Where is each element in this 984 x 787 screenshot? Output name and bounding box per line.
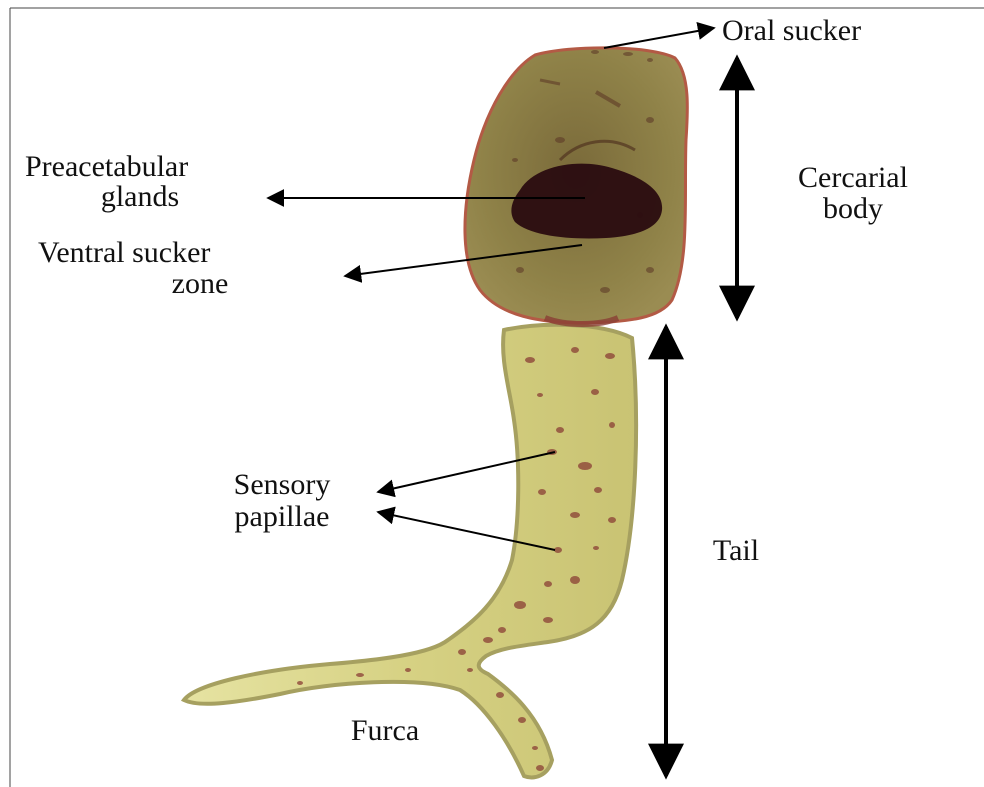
ventral-sucker-zone-label-line2: zone bbox=[172, 267, 229, 300]
tail-shape bbox=[184, 325, 636, 778]
oral-sucker-label: Oral sucker bbox=[722, 14, 861, 47]
sensory-papillae-label-line2: papillae bbox=[235, 500, 330, 533]
cercarial-body-label-line1: Cercarial bbox=[798, 161, 908, 194]
tail-label: Tail bbox=[713, 534, 759, 567]
sensory-papillae-label-line1: Sensory bbox=[234, 468, 331, 501]
cercarial-body-specimen bbox=[465, 48, 687, 324]
preacetabular-glands-label-line2: glands bbox=[101, 180, 179, 213]
tail-specimen bbox=[184, 325, 636, 778]
preacetabular-glands-label-line1: Preacetabular bbox=[25, 150, 188, 183]
cercarial-body-label-line2: body bbox=[823, 192, 883, 225]
oral-sucker-arrow bbox=[604, 28, 714, 48]
furca-label: Furca bbox=[351, 714, 419, 747]
ventral-sucker-zone-label-line1: Ventral sucker bbox=[38, 236, 210, 269]
